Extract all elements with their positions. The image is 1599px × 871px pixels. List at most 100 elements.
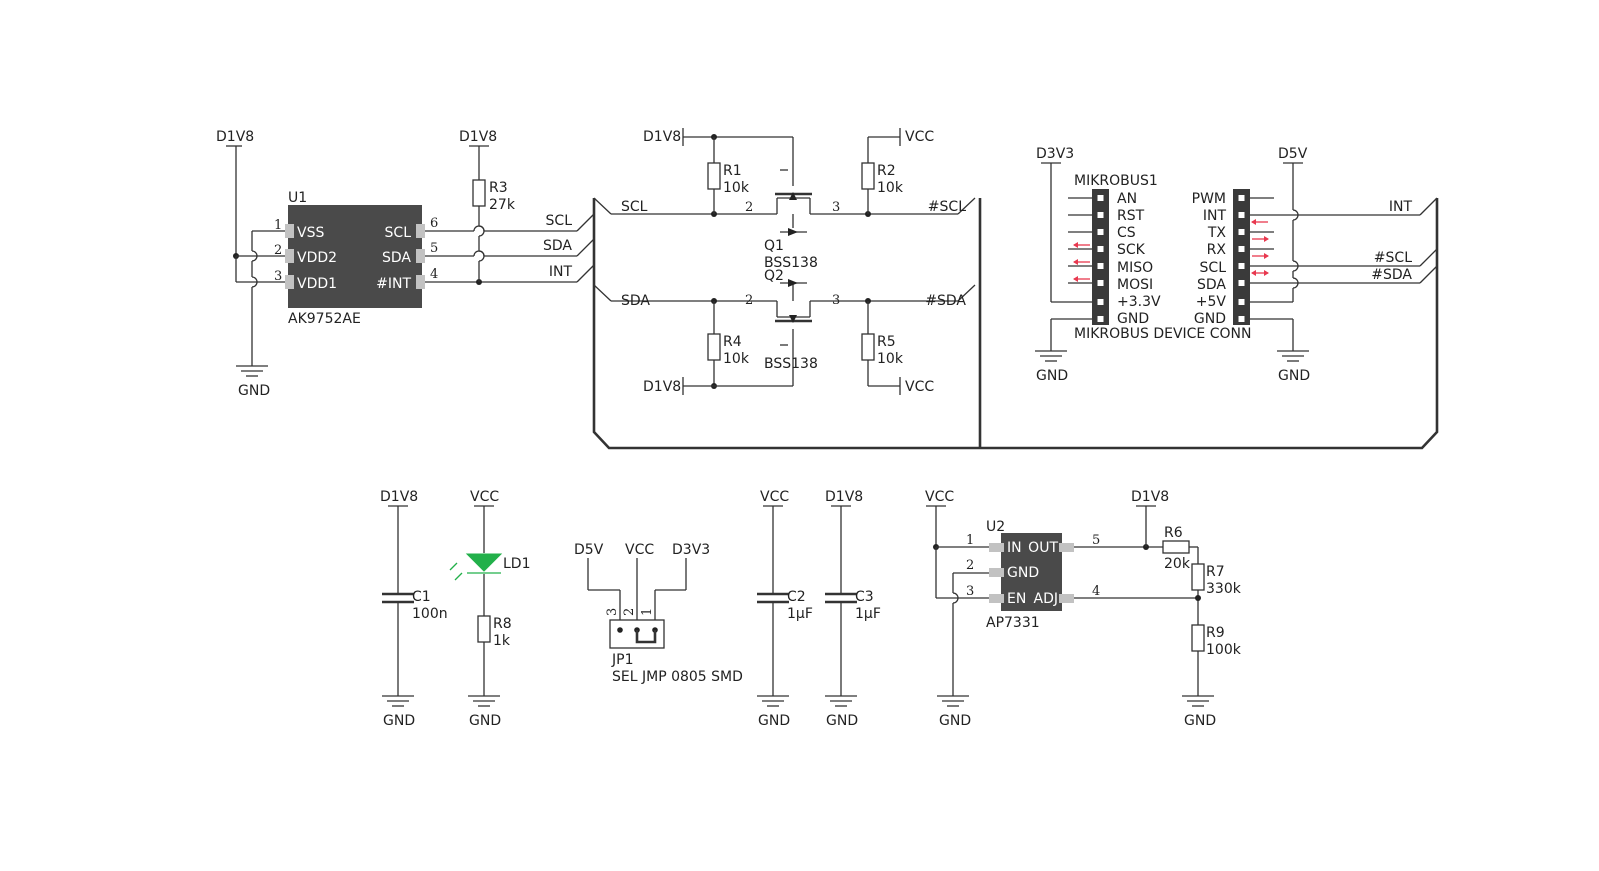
net-label-d1v8-u2: D1V8	[1131, 489, 1169, 505]
mb-arrows-left	[1073, 242, 1090, 282]
net-label-d1v8: D1V8	[216, 129, 254, 145]
q1-ref: Q1	[764, 238, 784, 254]
net-label-d5v-jp1: D5V	[574, 542, 604, 558]
u1-pin2-num: 2	[274, 243, 282, 258]
u2-pin-en: EN	[1007, 591, 1026, 607]
mb-left-pin-hole	[1097, 263, 1104, 269]
r5-value: 10k	[877, 351, 904, 367]
q1-pin-d: 3	[832, 200, 840, 215]
mikrobus-name: MIKROBUS DEVICE CONN	[1074, 326, 1251, 342]
net-label-gnd-c2: GND	[758, 713, 790, 729]
u1-pin5-num: 5	[430, 241, 438, 256]
r8-resistor	[477, 615, 491, 643]
u1-pin4-num: 4	[430, 267, 438, 282]
u1-pin1-num: 1	[274, 218, 282, 233]
r3-resistor	[472, 179, 486, 207]
r5-resistor	[861, 333, 875, 361]
c3-section: D1V8 GND C3 1µF	[825, 489, 881, 729]
u1-chip-body	[288, 205, 422, 308]
mb-pin-tx: TX	[1207, 225, 1227, 241]
net-label-gnd-c3: GND	[826, 713, 858, 729]
net-label-d3v3-jp1: D3V3	[672, 542, 710, 558]
mb-right-pin-hole	[1238, 299, 1245, 305]
mb-left-pin-hole	[1097, 195, 1104, 201]
r7-value: 330k	[1206, 581, 1242, 597]
mb-pin-3v3: +3.3V	[1117, 294, 1161, 310]
net-label-nscl-mb: #SCL	[1374, 250, 1412, 266]
r7-ref: R7	[1206, 564, 1225, 580]
r1-value: 10k	[723, 180, 750, 196]
mb-pin-rst: RST	[1117, 208, 1145, 224]
net-label-d5v: D5V	[1278, 146, 1308, 162]
r6-value: 20k	[1164, 556, 1191, 572]
c1-value: 100n	[412, 606, 448, 622]
mikrobus-left-header	[1092, 189, 1109, 325]
mb-left-pin-hole	[1097, 316, 1104, 322]
u2-part: AP7331	[986, 615, 1040, 631]
u2-ref: U2	[986, 519, 1005, 535]
r2-ref: R2	[877, 163, 896, 179]
r4-value: 10k	[723, 351, 750, 367]
r5-ref: R5	[877, 334, 896, 350]
net-label-int-u1: INT	[549, 264, 573, 280]
net-label-int-mb: INT	[1389, 199, 1413, 215]
level-shifter-section: SCL #SCL 2 3 Q1 BSS138 D1V8	[593, 128, 976, 395]
r9-value: 100k	[1206, 642, 1242, 658]
u2-pin5-num: 5	[1092, 533, 1100, 548]
r9-resistor	[1191, 624, 1205, 652]
u2-section: VCC GND U2 AP7331 1 2 3 IN GND EN OUT AD…	[925, 489, 1242, 729]
u1-ref: U1	[288, 190, 307, 206]
u2-pin-out: OUT	[1028, 540, 1058, 556]
mikrobus-ref: MIKROBUS1	[1074, 173, 1158, 189]
mb-pin-mosi: MOSI	[1117, 277, 1153, 293]
r6-ref: R6	[1164, 525, 1183, 541]
u1-pin-vdd1: VDD1	[297, 276, 337, 292]
q1-mosfet	[757, 137, 842, 236]
r8-ref: R8	[493, 616, 512, 632]
mb-left-pin-hole	[1097, 280, 1104, 286]
mb-pin-gnd-right: GND	[1194, 311, 1226, 327]
net-label-gnd-mb-left: GND	[1036, 368, 1068, 384]
q2-mosfet	[757, 279, 842, 386]
net-label-vcc-led: VCC	[470, 489, 499, 505]
u1-pin3-num: 3	[274, 269, 282, 284]
ld1-ref: LD1	[503, 556, 531, 572]
u1-pin-sda: SDA	[382, 250, 411, 266]
net-label-nscl: #SCL	[928, 199, 966, 215]
mb-left-pin-hole	[1097, 246, 1104, 252]
r2-value: 10k	[877, 180, 904, 196]
r3-ref: R3	[489, 180, 508, 196]
u2-pin-adj: ADJ	[1034, 591, 1059, 607]
net-label-d1v8-c3: D1V8	[825, 489, 863, 505]
mikrobus-right-header	[1233, 189, 1250, 325]
net-label-d1v8-r3: D1V8	[459, 129, 497, 145]
r9-ref: R9	[1206, 625, 1225, 641]
u1-pin-int: #INT	[376, 276, 411, 292]
mb-pin-5v: +5V	[1196, 294, 1227, 310]
mb-pin-rx: RX	[1207, 242, 1227, 258]
mb-pin-int: INT	[1203, 208, 1227, 224]
q2-ref: Q2	[764, 268, 784, 284]
u1-pin-vdd2: VDD2	[297, 250, 337, 266]
r4-ref: R4	[723, 334, 742, 350]
u1-pin-scl: SCL	[385, 225, 412, 241]
net-label-scl: SCL	[621, 199, 648, 215]
c2-section: VCC GND C2 1µF	[757, 489, 813, 729]
mb-left-pin-hole	[1097, 299, 1104, 305]
block-frame	[592, 198, 1439, 450]
gnd-symbol-mb-left	[1035, 350, 1067, 362]
net-label-nsda: #SDA	[925, 293, 966, 309]
u2-pin1-num: 1	[966, 533, 974, 548]
net-label-gnd-led: GND	[469, 713, 501, 729]
jp1-part: SEL JMP 0805 SMD	[612, 669, 743, 685]
r7-resistor	[1191, 563, 1205, 591]
u1-part: AK9752AE	[288, 311, 361, 327]
net-label-scl-u1: SCL	[546, 213, 573, 229]
q2-part: BSS138	[764, 356, 818, 372]
jp1-ref: JP1	[611, 652, 633, 668]
jp1-pin3: 3	[605, 608, 620, 616]
net-label-vcc-jp1: VCC	[625, 542, 654, 558]
net-label-vcc-u2: VCC	[925, 489, 954, 505]
net-label-d1v8-r1: D1V8	[643, 129, 681, 145]
